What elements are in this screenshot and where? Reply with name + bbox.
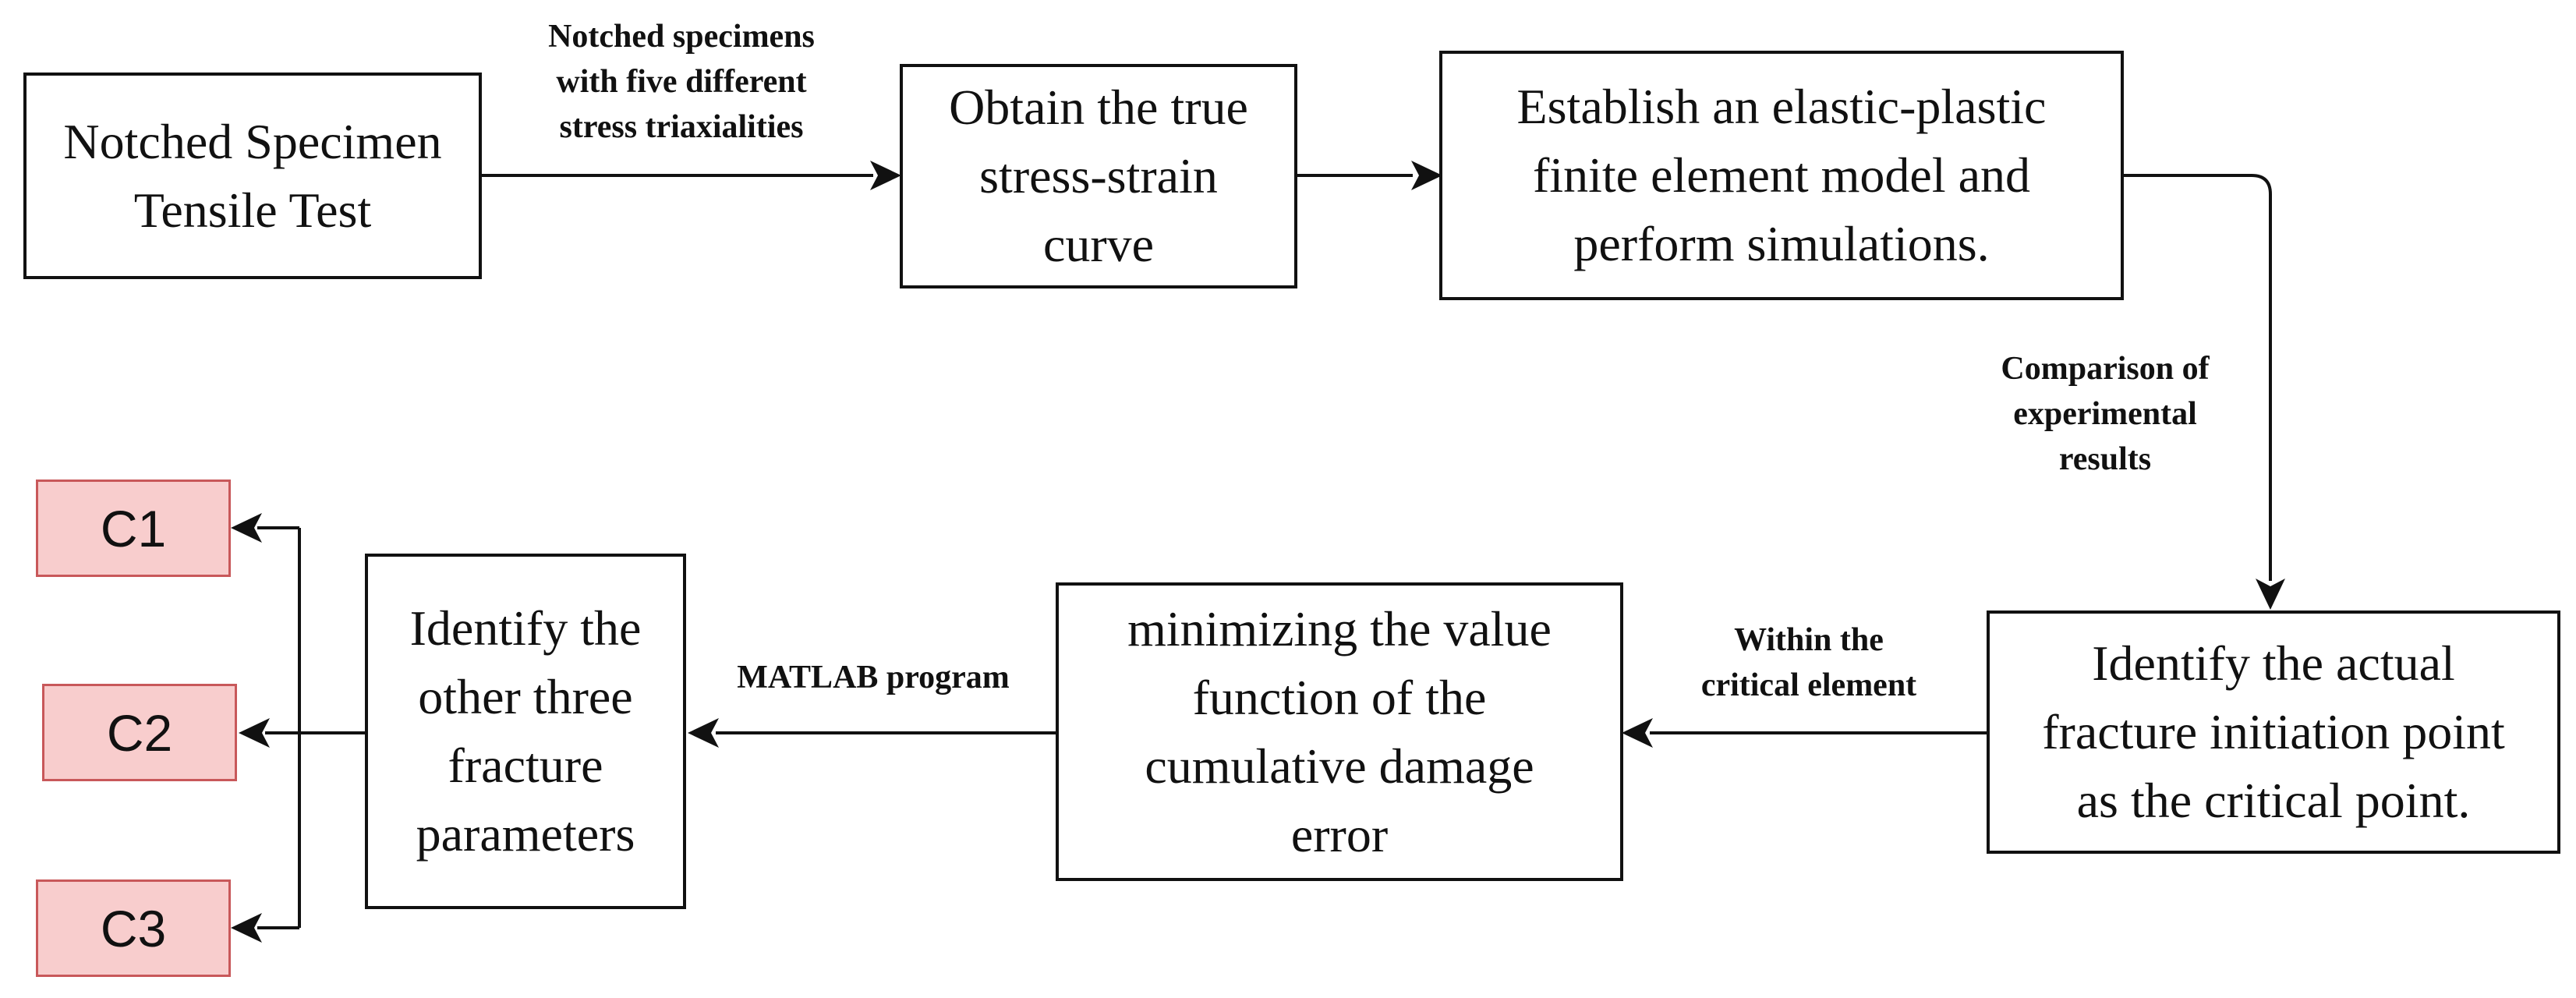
arrow-minimize-to-identify-params: [688, 718, 1056, 748]
output-c3: C3: [36, 879, 231, 977]
label-within-critical-element: Within the critical element: [1700, 622, 1917, 703]
node-stress-strain-curve: Obtain the true stress-strain curve: [900, 64, 1297, 288]
arrow-fem-to-fracture-point: [2124, 174, 2285, 610]
arrow-stress-strain-to-fem: [1297, 161, 1442, 190]
output-c1: C1: [36, 480, 231, 577]
output-c2: C2: [42, 684, 237, 781]
label-comparison-experimental: Comparison of experimental results: [2001, 351, 2210, 477]
node-fem-model: Establish an elastic-plastic finite elem…: [1439, 51, 2124, 300]
label-five-stress-triaxialities: Notched specimens with five different st…: [548, 19, 815, 145]
label-matlab-program: MATLAB program: [737, 660, 1010, 695]
node-fracture-initiation-point: Identify the actual fracture initiation …: [1987, 610, 2560, 854]
node-identify-parameters: Identify the other three fracture parame…: [365, 554, 686, 909]
arrow-fracture-point-to-minimize: [1622, 718, 1987, 748]
node-minimize-damage-error: minimizing the value function of the cum…: [1056, 582, 1623, 881]
arrow-params-to-outputs: [231, 513, 365, 943]
arrow-tensile-to-stress-strain: [482, 161, 901, 190]
node-tensile-test: Notched Specimen Tensile Test: [23, 73, 482, 279]
